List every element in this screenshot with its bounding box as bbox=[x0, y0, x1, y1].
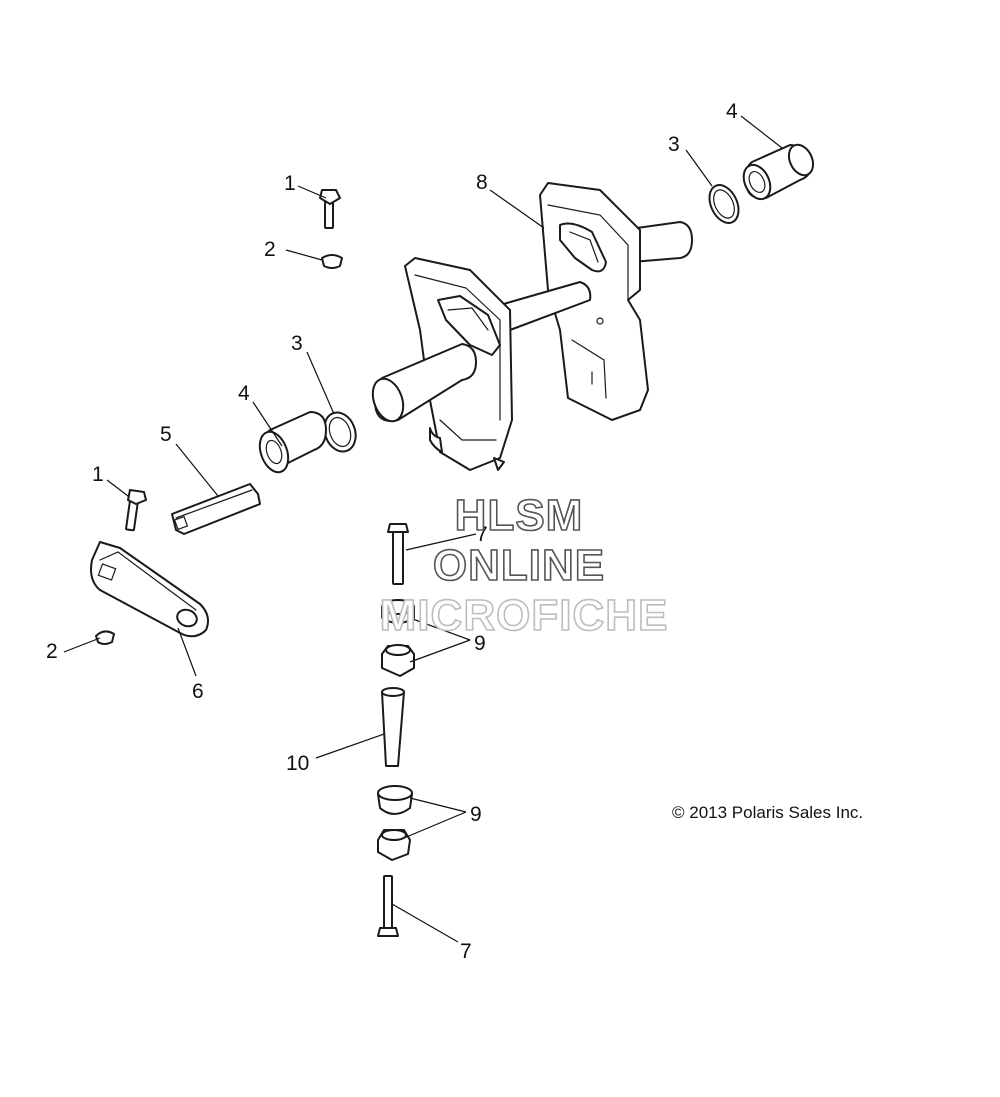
callout-8: 8 bbox=[476, 171, 488, 194]
part-9-bushing-bottom-b bbox=[377, 829, 411, 861]
callout-2-top: 2 bbox=[264, 238, 276, 261]
part-2-nut-left bbox=[95, 630, 115, 645]
leader-lines bbox=[63, 115, 783, 943]
part-3-washer-right bbox=[708, 184, 740, 224]
callout-labels: 1 2 3 4 5 1 2 6 8 3 4 7 9 10 9 7 bbox=[46, 100, 738, 963]
part-9-bushing-top-b bbox=[381, 644, 415, 677]
watermark-line-1: HLSM bbox=[455, 491, 584, 540]
watermark: HLSM ONLINE MICROFICHE bbox=[379, 490, 669, 641]
callout-3-left: 3 bbox=[291, 332, 303, 355]
part-2-nut-top bbox=[321, 254, 343, 269]
callout-1-left: 1 bbox=[92, 463, 104, 486]
part-9-bushing-bottom-a bbox=[377, 785, 413, 815]
copyright-notice: © 2013 Polaris Sales Inc. bbox=[672, 803, 863, 822]
callout-10: 10 bbox=[286, 752, 309, 775]
part-4-bushing-left bbox=[258, 411, 327, 474]
part-5-square-shaft bbox=[171, 483, 261, 535]
part-1-bolt-left bbox=[125, 489, 147, 532]
part-4-bushing-right bbox=[742, 143, 815, 201]
watermark-line-3: MICROFICHE bbox=[380, 591, 669, 640]
callout-2-left: 2 bbox=[46, 640, 58, 663]
part-1-bolt-top bbox=[319, 189, 341, 229]
callout-9-bottom: 9 bbox=[470, 803, 482, 826]
callout-4-left: 4 bbox=[238, 382, 250, 405]
part-7-bolt-top bbox=[387, 523, 409, 585]
callout-3-right: 3 bbox=[668, 133, 680, 156]
part-7-bolt-bottom bbox=[377, 875, 399, 937]
part-10-spacer-tube bbox=[381, 687, 405, 767]
part-6-lever-arm bbox=[90, 541, 209, 638]
callout-9-top: 9 bbox=[474, 632, 486, 655]
callout-6: 6 bbox=[192, 680, 204, 703]
callout-4-right: 4 bbox=[726, 100, 738, 123]
callout-5: 5 bbox=[160, 423, 172, 446]
part-8-bracket-assembly bbox=[371, 182, 693, 471]
callout-1-top: 1 bbox=[284, 172, 296, 195]
callout-7-bottom: 7 bbox=[460, 940, 472, 963]
watermark-line-2: ONLINE bbox=[433, 541, 605, 590]
part-9-bushing-top-a bbox=[381, 599, 415, 624]
callout-7-top: 7 bbox=[476, 523, 488, 546]
